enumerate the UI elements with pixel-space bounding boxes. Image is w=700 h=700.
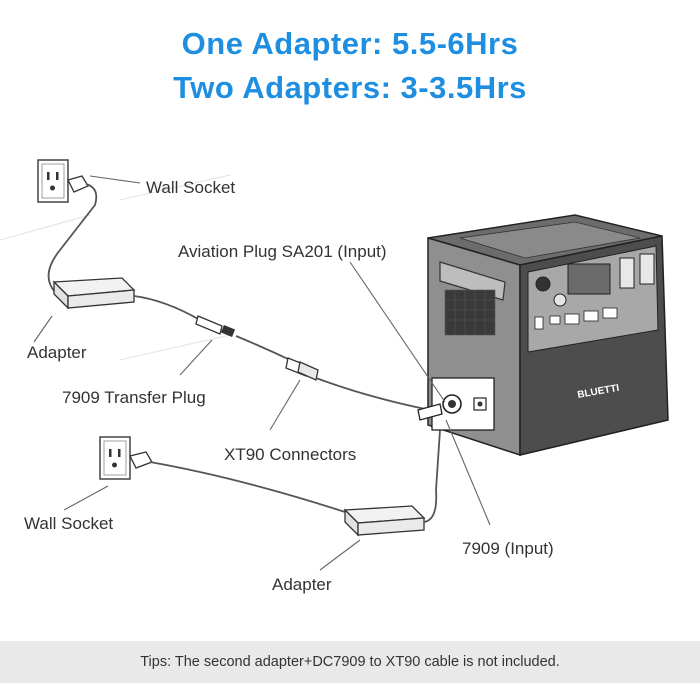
label-7909-input: 7909 (Input) <box>462 539 554 558</box>
wall-socket-top-icon <box>37 159 89 203</box>
wall-socket-bottom-icon <box>99 436 153 480</box>
power-station-icon: BLUETTI <box>427 214 669 457</box>
label-wall-socket-bottom: Wall Socket <box>24 514 114 533</box>
label-adapter-top: Adapter <box>27 343 87 362</box>
adapter-bottom-icon <box>343 505 426 537</box>
label-xt90-connectors: XT90 Connectors <box>224 445 357 464</box>
headline-two-adapters: Two Adapters: 3-3.5Hrs <box>173 70 527 105</box>
aviation-plug-icon <box>417 403 443 421</box>
transfer-plug-icon <box>195 315 236 337</box>
label-wall-socket-top: Wall Socket <box>146 178 236 197</box>
adapter-top-icon <box>52 277 136 310</box>
headline-one-adapter: One Adapter: 5.5-6Hrs <box>181 26 519 61</box>
label-aviation-plug: Aviation Plug SA201 (Input) <box>178 242 387 261</box>
label-adapter-bottom: Adapter <box>272 575 332 594</box>
tips-banner: Tips: The second adapter+DC7909 to XT90 … <box>0 641 700 683</box>
xt90-connector-icon <box>285 357 319 381</box>
label-transfer-plug: 7909 Transfer Plug <box>62 388 206 407</box>
